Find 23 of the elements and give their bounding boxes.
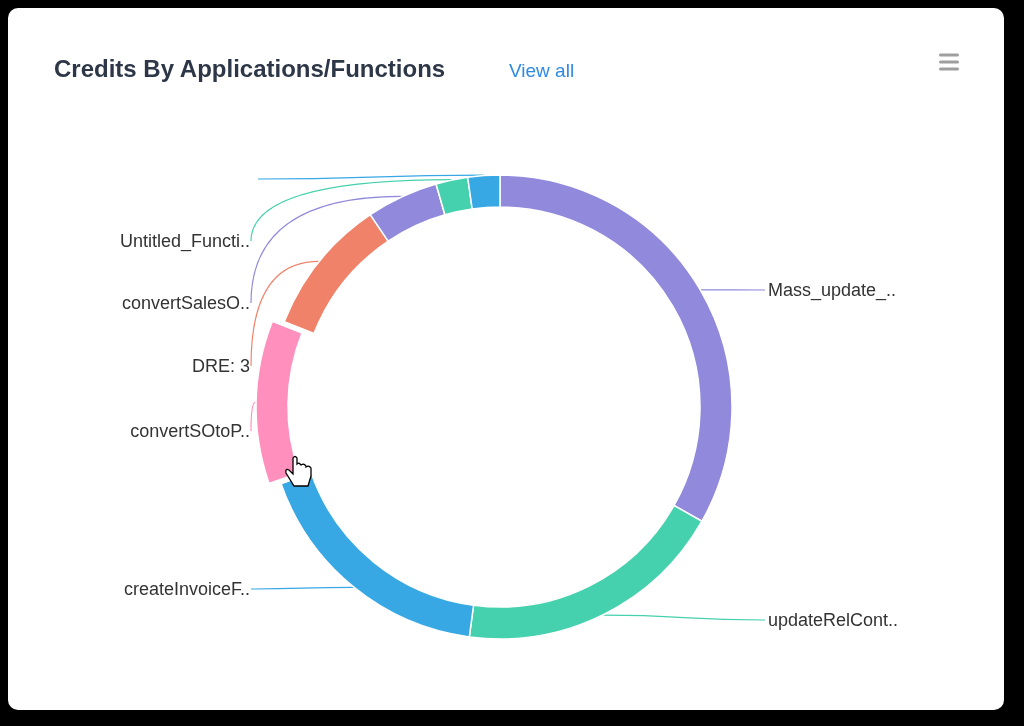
leader-line bbox=[250, 260, 320, 367]
data-label: DRE: 3 bbox=[191, 355, 250, 377]
donut-segment bbox=[283, 213, 389, 335]
data-label: updateRelCont.. bbox=[768, 609, 899, 631]
data-label: createInvoiceF.. bbox=[123, 578, 250, 600]
data-label: convertSalesO.. bbox=[121, 292, 250, 314]
data-label: convertSOtoP.. bbox=[130, 420, 250, 442]
view-all-link: View all bbox=[509, 60, 575, 82]
donut-segment bbox=[499, 174, 733, 522]
data-label: Untitled_Functi.. bbox=[119, 230, 250, 252]
leader-line bbox=[250, 586, 354, 590]
leader-line bbox=[250, 195, 403, 304]
donut-segment bbox=[369, 183, 446, 242]
donut-segment bbox=[468, 504, 703, 640]
leader-line bbox=[602, 614, 766, 621]
donut-segment bbox=[435, 176, 473, 216]
donut-segment bbox=[466, 174, 501, 210]
chart-title: Credits By Applications/Functions bbox=[54, 55, 446, 83]
data-label: Mass_update_.. bbox=[768, 279, 897, 301]
donut-segment bbox=[280, 472, 475, 638]
leader-line bbox=[700, 289, 766, 291]
leader-line bbox=[250, 401, 257, 432]
donut-segment bbox=[255, 320, 303, 485]
